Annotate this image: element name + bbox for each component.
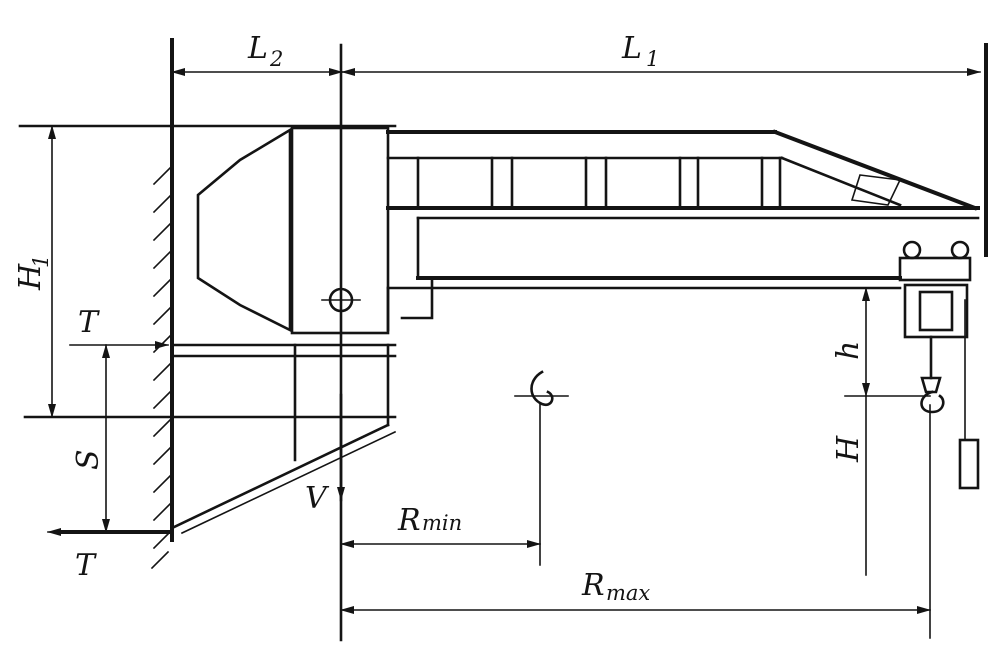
- dimension-h: h: [831, 287, 931, 397]
- label-l2-sub: 2: [269, 47, 283, 71]
- dimension-l1: L 1: [341, 31, 981, 76]
- lower-bracket: [170, 343, 397, 535]
- label-l1-sub: 1: [646, 47, 659, 71]
- label-h1: H: [13, 263, 48, 291]
- wall: [150, 38, 174, 570]
- hook-rmin: [514, 370, 569, 566]
- hook-icon: [920, 390, 945, 414]
- slewing-head: [196, 126, 390, 335]
- label-t-bottom: T: [75, 548, 97, 583]
- label-h1-sub: 1: [29, 255, 53, 268]
- dimension-l2: L 2: [171, 31, 343, 76]
- force-t-top: T: [69, 305, 169, 349]
- wall-hatching: [150, 166, 172, 570]
- label-rmin: R: [397, 503, 421, 538]
- label-h-large: H: [831, 435, 866, 463]
- hoist-trolley: [898, 240, 980, 490]
- label-rmax-sub: max: [606, 581, 650, 605]
- force-v: V: [305, 393, 345, 516]
- label-t-top: T: [78, 305, 100, 340]
- label-rmax: R: [581, 568, 605, 603]
- dimension-H: H: [831, 395, 867, 576]
- label-v: V: [305, 481, 330, 516]
- dimension-h1: H 1: [13, 125, 56, 418]
- label-s: S: [71, 449, 106, 470]
- hook-min-icon: [530, 370, 554, 407]
- boom: [386, 129, 980, 332]
- pendant-control: [958, 438, 980, 490]
- label-h-small: h: [831, 341, 866, 360]
- dimension-rmax: R max: [340, 404, 931, 639]
- label-l2: L: [247, 31, 268, 66]
- dimension-rmin: R min: [340, 503, 541, 548]
- label-rmin-sub: min: [422, 511, 462, 535]
- label-l1: L: [621, 31, 642, 66]
- force-t-bottom: T: [47, 528, 170, 583]
- dimension-s: S: [71, 344, 110, 533]
